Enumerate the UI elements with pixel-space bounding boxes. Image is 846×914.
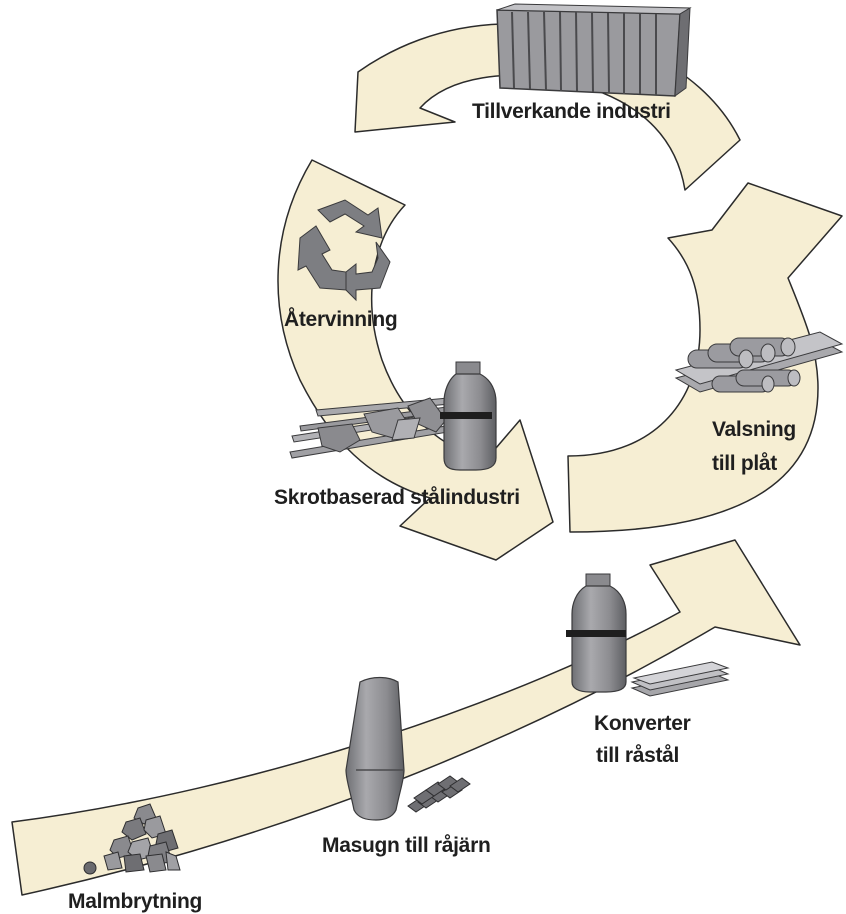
- label-till-rastal: till råstål: [596, 744, 679, 767]
- label-malmbrytning: Malmbrytning: [68, 890, 202, 913]
- label-skrotbaserad-stalindustri: Skrotbaserad stålindustri: [274, 486, 520, 509]
- rolling-mill-icon: [674, 331, 844, 393]
- label-valsning: Valsning: [712, 418, 796, 441]
- converter-vessel-icon: [440, 361, 497, 471]
- arrow-bottom-band: [11, 539, 801, 896]
- arrow-left-band: [277, 159, 554, 561]
- label-masugn-till-rajarn: Masugn till råjärn: [322, 834, 490, 857]
- label-till-plat: till plåt: [712, 452, 777, 475]
- blast-furnace-icon: [345, 676, 405, 821]
- label-atervinning: Återvinning: [284, 307, 397, 331]
- steel-slab-icon: [630, 661, 730, 697]
- label-tillverkande-industri: Tillverkande industri: [472, 100, 671, 123]
- label-konverter: Konverter: [594, 712, 691, 735]
- recycle-icon: [297, 199, 391, 302]
- scrap-steel-icon: [289, 395, 473, 459]
- pig-iron-icon: [407, 775, 471, 813]
- ore-pile-icon: [83, 803, 181, 875]
- shipping-container-icon: [496, 3, 692, 98]
- converter-vessel-icon: [566, 573, 627, 693]
